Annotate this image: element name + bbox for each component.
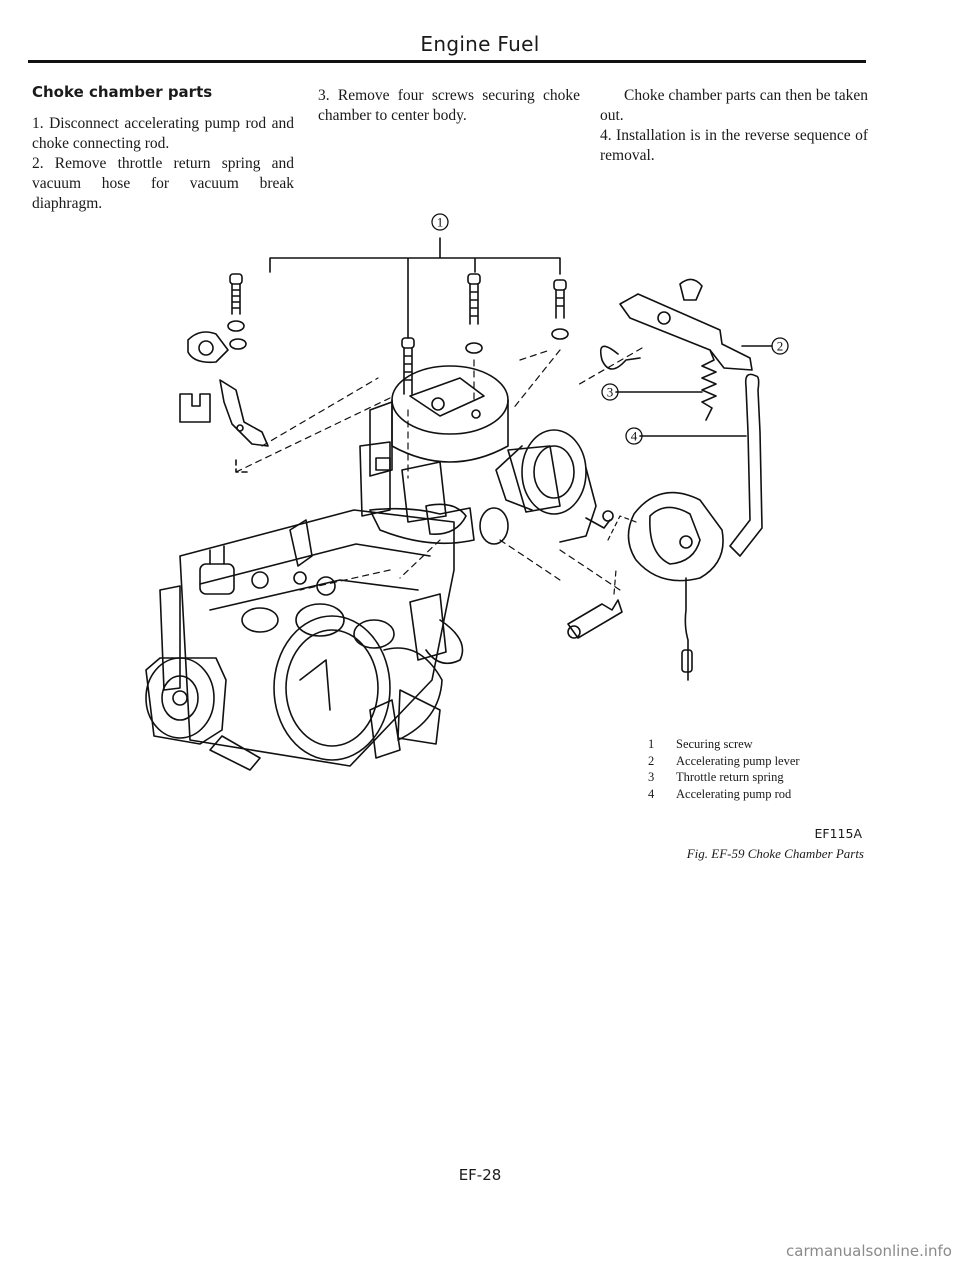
screw-center — [401, 273, 569, 395]
figure-code: EF115A — [814, 826, 863, 841]
after-text: Choke chamber parts can then be taken ou… — [600, 87, 868, 124]
callout-2: 2 — [771, 337, 789, 355]
carburetor-main-body — [159, 509, 464, 767]
accelerating-pump-rod — [639, 373, 763, 557]
vacuum-break-diaphragm — [585, 491, 724, 681]
text-column-3: Choke chamber parts can then be taken ou… — [600, 86, 868, 166]
throttle-return-spring — [615, 349, 717, 421]
svg-text:2: 2 — [777, 339, 784, 354]
callout-3: 3 — [601, 383, 619, 401]
svg-text:1: 1 — [437, 215, 444, 230]
header-rule — [28, 60, 866, 63]
svg-text:3: 3 — [607, 385, 614, 400]
figure-caption: Fig. EF-59 Choke Chamber Parts — [686, 846, 864, 861]
watermark: carmanualsonline.info — [786, 1242, 952, 1260]
accelerating-pump-lever — [575, 278, 773, 387]
callout-4: 4 — [625, 427, 643, 445]
page-header-title: Engine Fuel — [420, 32, 540, 56]
section-title: Choke chamber parts — [32, 83, 213, 101]
lever-left — [179, 331, 269, 473]
screw-left — [227, 273, 247, 350]
callout-1-bracket — [269, 237, 561, 339]
svg-text:4: 4 — [631, 429, 638, 444]
alignment-lines — [235, 349, 621, 591]
throttle-body — [145, 615, 443, 771]
step-4: 4. Installation is in the reverse sequen… — [600, 127, 868, 164]
step-3: 3. Remove four screws securing choke cha… — [318, 87, 580, 124]
step-1: 1. Disconnect accelerating pump rod and … — [32, 115, 294, 152]
choke-chamber-body — [359, 365, 561, 545]
choke-chamber-exploded-diagram: 1 2 3 4 — [145, 213, 789, 771]
callout-1: 1 — [431, 213, 449, 231]
text-column-2: 3. Remove four screws securing choke cha… — [318, 86, 580, 126]
connecting-rod — [567, 569, 623, 639]
text-column-1: Choke chamber parts 1. Disconnect accele… — [32, 82, 294, 214]
page-number: EF-28 — [458, 1166, 502, 1184]
step-2: 2. Remove throttle return spring and vac… — [32, 155, 294, 212]
